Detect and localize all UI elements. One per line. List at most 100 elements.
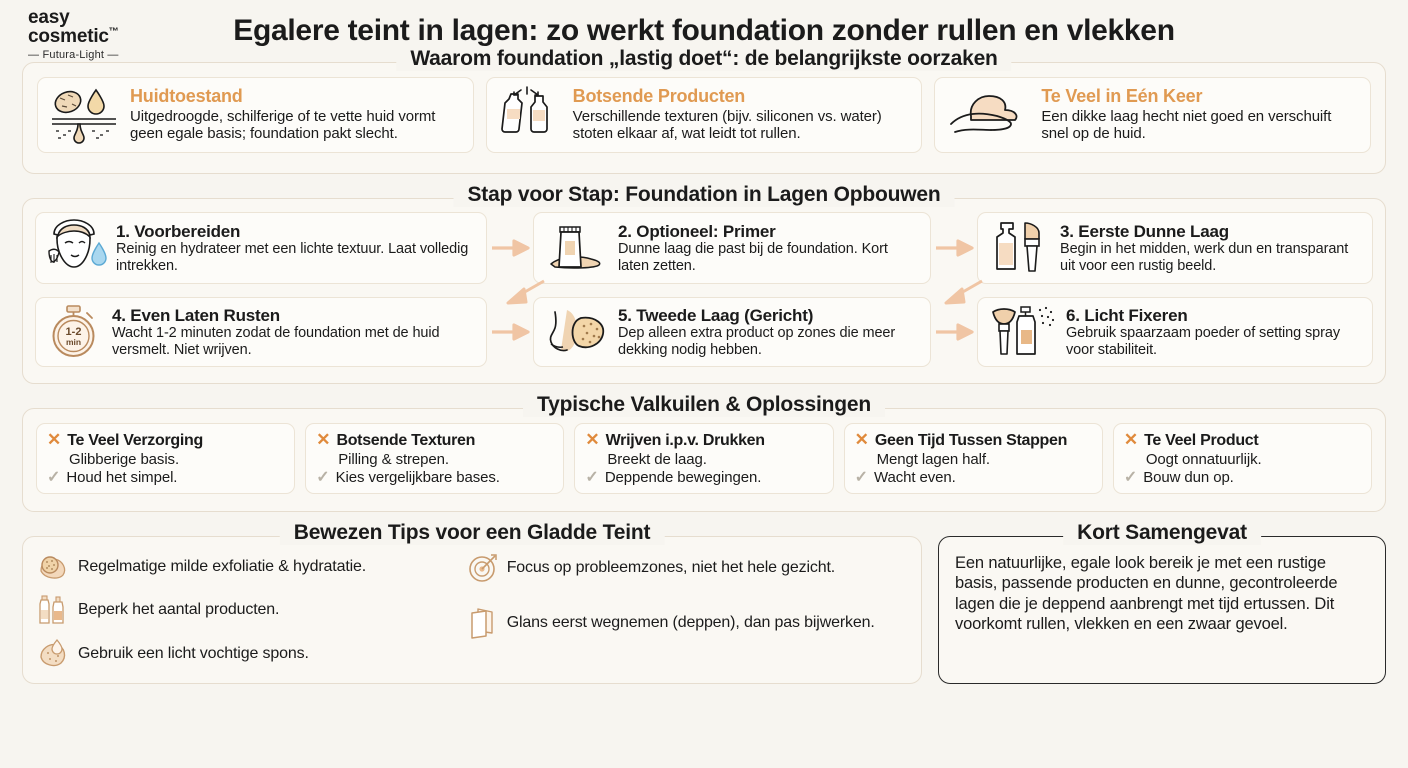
cross-icon: ✕ [316,430,331,449]
tips-column-left: Regelmatige milde exfoliatie & hydratati… [37,553,468,683]
step-title: 1. Voorbereiden [116,221,241,241]
timer-value-top: 1-2 [66,326,82,338]
steps-row-top: 1. Voorbereiden Reinig en hydrateer met … [35,212,1373,284]
pitfall-title: Wrijven i.p.v. Drukken [605,432,765,449]
summary-section: Kort Samengevat Een natuurlijke, egale l… [938,521,1386,684]
step-title: 6. Licht Fixeren [1066,305,1188,325]
causes-heading: Waarom foundation „lastig doet“: de bela… [396,47,1012,71]
tips-section: Bewezen Tips voor een Gladde Teint Regel… [22,521,922,684]
cross-icon: ✕ [585,430,600,449]
arrow-step3-to-step4-right [936,279,984,305]
tip-item: Glans eerst wegnemen (deppen), dan pas b… [468,607,907,639]
clashing-products-icon [497,86,563,144]
cause-body: Uitgedroogde, schilferige of te vette hu… [130,107,436,143]
pitfall-problem: Glibberige basis. [69,450,180,468]
tip-item: Focus op probleemzones, niet het hele ge… [468,553,907,583]
step-card: 5. Tweede Laag (Gericht) Dep alleen extr… [533,297,931,367]
step-card: 1. Voorbereiden Reinig en hydrateer met … [35,212,487,284]
arrow-step4-to-step5 [487,297,533,367]
pitfall-card: ✕ Geen Tijd Tussen Stappen Mengt lagen ha… [843,423,1103,495]
step-body: Wacht 1-2 minuten zodat de foundation me… [112,324,440,358]
step-title: 2. Optioneel: Primer [618,221,776,241]
pitfall-card: ✕ Te Veel Product Oogt onnatuurlijk. ✓ Bou… [1112,423,1373,495]
pitfall-solution: Wacht even. [874,468,956,486]
steps-heading: Stap voor Stap: Foundation in Lagen Opbo… [453,183,955,207]
step-body: Reinig en hydrateer met een lichte textu… [116,240,469,274]
tip-text: Regelmatige milde exfoliatie & hydratati… [78,558,367,575]
cause-card: Te Veel in Eén Keer Een dikke laag hecht… [934,77,1372,153]
cross-icon: ✕ [854,430,869,449]
tip-text: Focus op probleemzones, niet het hele ge… [506,559,836,576]
pitfall-problem: Breekt de laag. [607,450,707,468]
brand-logo: easy cosmetic™ — Futura-Light — [28,8,119,61]
pitfall-problem: Oogt onnatuurlijk. [1145,450,1262,468]
cross-icon: ✕ [47,430,62,449]
pitfalls-heading: Typische Valkuilen & Oplossingen [523,393,885,417]
causes-section: Waarom foundation „lastig doet“: de bela… [22,47,1386,174]
step-card: 2. Optioneel: Primer Dunne laag die past… [533,212,931,284]
step-card: 3. Eerste Dunne Laag Begin in het midden… [977,212,1373,284]
step-body: Begin in het midden, werk dun en transpa… [1060,240,1349,274]
tips-grid: Regelmatige milde exfoliatie & hydratati… [23,537,921,693]
cleanse-face-icon [45,219,107,277]
damp-sponge-icon [37,639,69,669]
cause-body: Een dikke laag hecht niet goed en versch… [1041,107,1332,143]
summary-heading: Kort Samengevat [1063,521,1261,545]
step-title: 3. Eerste Dunne Laag [1060,221,1229,241]
step-title: 5. Tweede Laag (Gericht) [618,305,814,325]
pitfall-title: Botsende Texturen [336,432,476,449]
cause-card: Botsende Producten Verschillende texture… [485,77,923,153]
pitfall-card: ✕ Te Veel Verzorging Glibberige basis. ✓ H… [36,423,296,495]
bottom-row: Bewezen Tips voor een Gladde Teint Regel… [22,521,1386,684]
too-much-at-once-icon [945,88,1031,142]
tip-text: Glans eerst wegnemen (deppen), dan pas b… [506,614,875,631]
header: easy cosmetic™ — Futura-Light — Egalere … [0,0,1408,62]
check-icon: ✓ [47,468,61,486]
pitfall-title: Geen Tijd Tussen Stappen [874,432,1068,449]
arrow-step2-to-step3 [931,212,977,284]
primer-tube-icon [543,219,609,277]
steps-grid: 1. Voorbereiden Reinig en hydrateer met … [23,199,1385,379]
tip-text: Gebruik een licht vochtige spons. [78,645,309,662]
page-title: Egalere teint in lagen: zo werkt foundat… [233,14,1175,47]
step-body: Gebruik spaarzaam poeder of setting spra… [1066,324,1340,358]
pitfall-solution: Bouw dun op. [1143,468,1234,486]
brand-line2: cosmetic [28,26,109,48]
cross-icon: ✕ [1123,430,1139,449]
cause-title: Te Veel in Eén Keer [1041,85,1203,106]
cause-title: Huidtoestand [130,85,243,106]
brand-tagline: — Futura-Light — [28,48,119,61]
exfoliation-icon [37,553,69,581]
pitfalls-card-row: ✕ Te Veel Verzorging Glibberige basis. ✓ H… [23,409,1385,508]
pitfall-title: Te Veel Product [1144,432,1259,449]
steps-row-bottom: 1-2 min 4. Even Laten Rusten Wacht 1-2 m… [35,297,1373,367]
brand-line1: easy [28,7,70,28]
step-title: 4. Even Laten Rusten [112,305,280,325]
check-icon: ✓ [316,468,330,486]
pitfall-solution: Houd het simpel. [66,468,178,486]
tips-column-right: Focus op probleemzones, niet het hele ge… [468,553,907,683]
pitfall-title: Te Veel Verzorging [67,432,203,449]
pitfall-card: ✕Wrijven i.p.v. Drukken Breekt de laag. … [574,423,834,495]
step-body: Dep alleen extra product op zones die me… [618,324,896,358]
tips-heading: Bewezen Tips voor een Gladde Teint [279,521,665,545]
pitfall-problem: Mengt lagen half. [876,450,990,468]
tip-item: Gebruik een licht vochtige spons. [37,639,468,669]
timer-value-bottom: min [66,337,81,347]
pitfall-problem: Pilling & strepen. [338,450,449,468]
timer-icon: 1-2 min [45,304,103,360]
pitfall-card: ✕ Botsende Texturen Pilling & strepen. ✓ K… [305,423,565,495]
causes-card-row: Huidtoestand Uitgedroogde, schilferige o… [23,63,1385,167]
check-icon: ✓ [1123,468,1138,486]
cause-body: Verschillende texturen (bijv. siliconen … [572,107,882,143]
foundation-brush-icon [987,219,1051,277]
steps-section: Stap voor Stap: Foundation in Lagen Opbo… [22,183,1386,384]
check-icon: ✓ [585,468,599,486]
check-icon: ✓ [854,468,869,486]
pitfall-solution: Kies vergelijkbare bases. [335,468,500,486]
sponge-dab-icon [543,304,609,360]
tip-item: Beperk het aantal producten. [37,595,468,625]
tip-text: Beperk het aantal producten. [78,601,280,618]
pitfalls-section: Typische Valkuilen & Oplossingen ✕ Te Vee… [22,393,1386,512]
cause-title: Botsende Producten [572,85,746,106]
